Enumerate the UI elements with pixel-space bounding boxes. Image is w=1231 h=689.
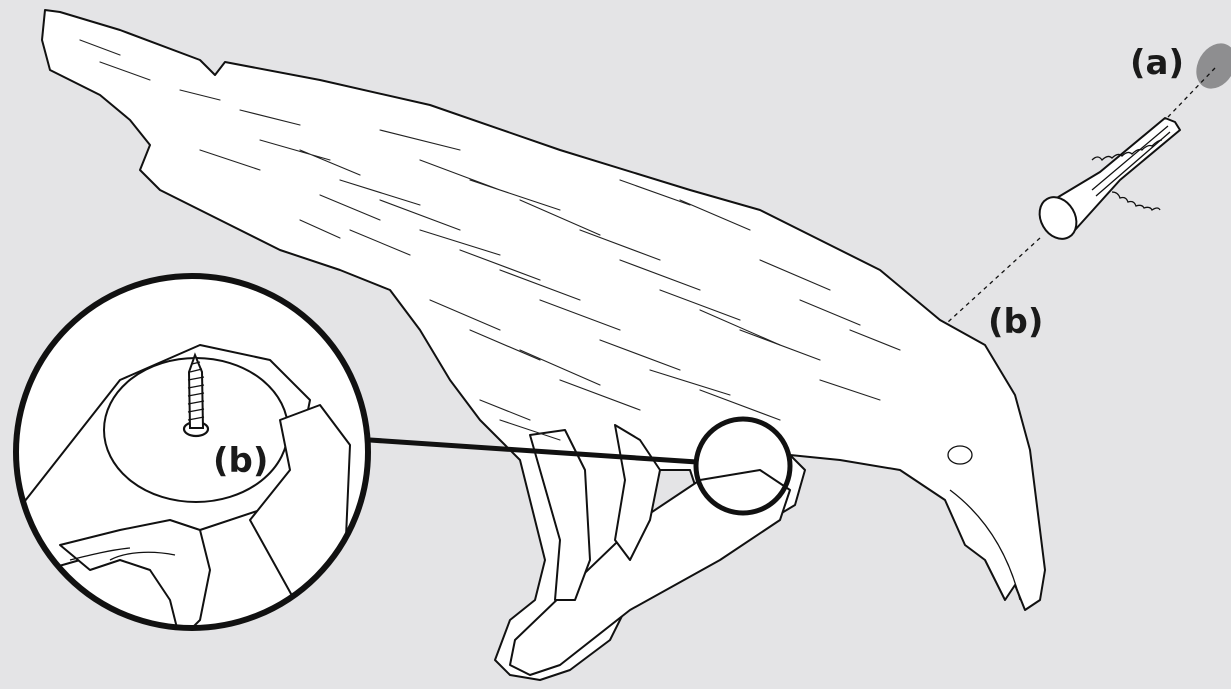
alignment-line-top [1167, 67, 1216, 118]
inset-connector-line [369, 437, 698, 465]
wall-plug-slot [1091, 125, 1171, 197]
label-a: (a) [1130, 43, 1184, 83]
wall-plug-end [1038, 196, 1078, 240]
wall-plug-ribs [1091, 139, 1163, 211]
wall-hole [1196, 43, 1231, 89]
wall-plug [1038, 117, 1181, 240]
crow-decoy [41, 9, 1046, 681]
crow-beak-line [949, 489, 1021, 601]
label-b: (b) [988, 302, 1043, 342]
crow-feather-texture [79, 39, 901, 441]
crow-eye [947, 445, 973, 465]
crow-perch [509, 469, 791, 676]
magnifier-inset: (b) [13, 273, 371, 631]
crow-leg-front [529, 429, 591, 601]
inset-screw-label: (b) [213, 441, 268, 481]
inset-claws [59, 519, 211, 628]
screw [182, 352, 210, 438]
detail-marker-circle [693, 416, 793, 516]
inset-frame [13, 273, 371, 631]
